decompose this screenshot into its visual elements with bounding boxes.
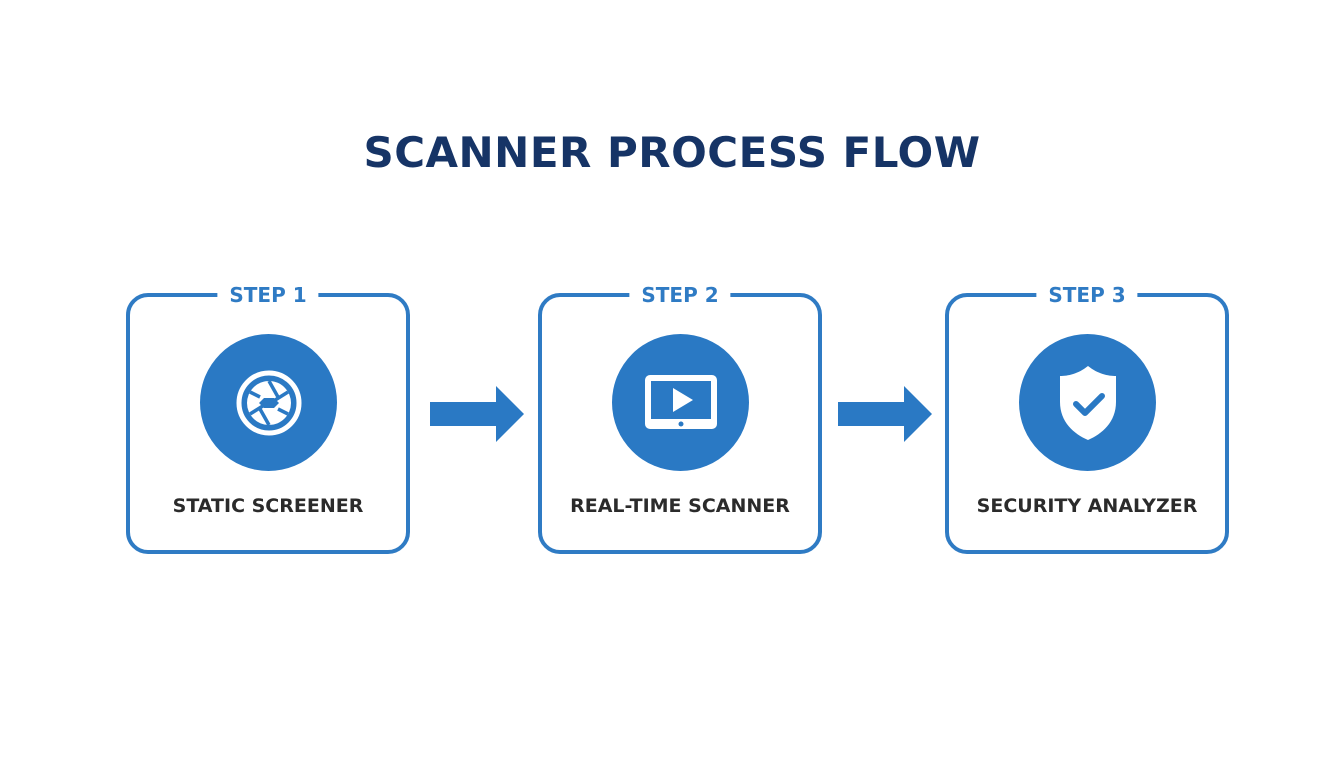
arrow-right-icon <box>838 386 932 442</box>
step-name: STATIC SCREENER <box>172 495 364 517</box>
step-name: SECURITY ANALYZER <box>976 495 1198 517</box>
step-label: STEP 3 <box>1036 282 1138 308</box>
icon-circle <box>1019 334 1156 471</box>
step-3-card: STEP 3 SECURITY ANALYZER <box>945 282 1229 554</box>
step-label: STEP 1 <box>217 282 319 308</box>
shield-check-icon <box>1059 365 1116 440</box>
icon-circle <box>612 334 749 471</box>
video-play-tablet-icon <box>644 374 717 429</box>
arrow-right-icon <box>430 386 524 442</box>
step-label: STEP 2 <box>629 282 731 308</box>
camera-aperture-icon <box>236 370 301 435</box>
step-name: REAL-TIME SCANNER <box>570 495 790 517</box>
step-1-card: STEP 1 STATIC SCREENER <box>126 282 410 554</box>
icon-circle <box>200 334 337 471</box>
page-title: SCANNER PROCESS FLOW <box>363 128 981 177</box>
step-2-card: STEP 2 REAL-TIME SCANNER <box>538 282 822 554</box>
